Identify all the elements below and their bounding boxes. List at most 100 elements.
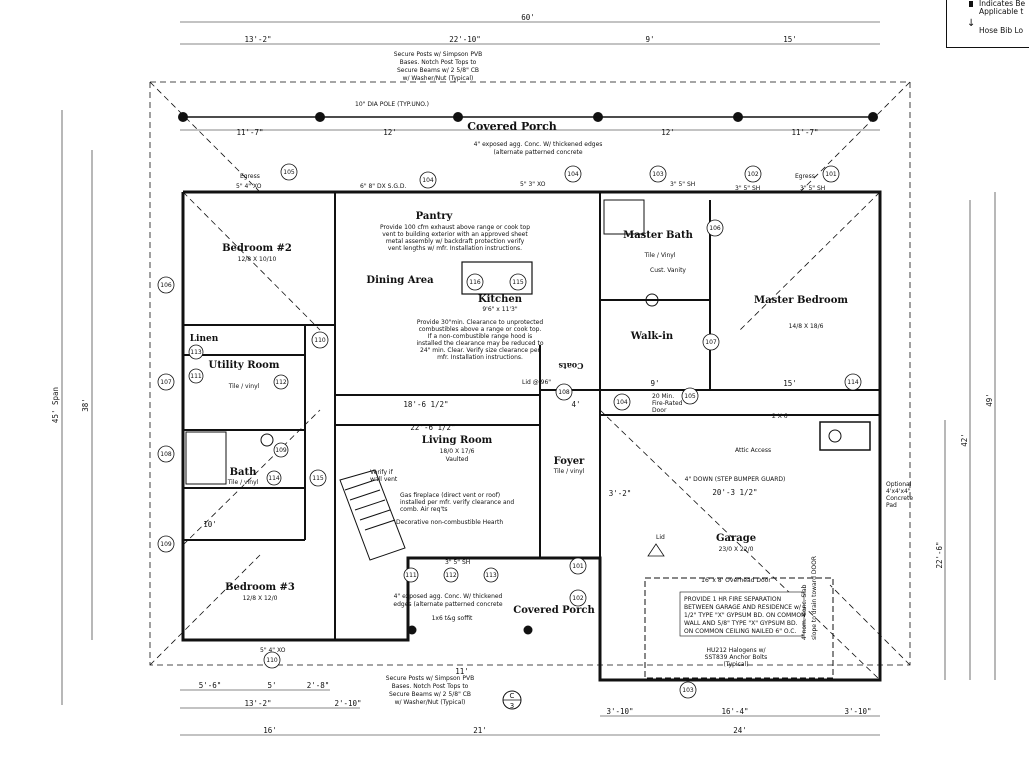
legend-line1: Indicates Be [979,0,1026,8]
room-foyer: Foyer [554,456,585,467]
room-coats: Coats [558,361,584,371]
dim-18: 18'-6 1/2" [403,400,448,409]
window-tag-3: 3" 5" SH [670,181,695,188]
svg-text:115: 115 [512,279,524,286]
note-fireplace: Gas fireplace (direct vent or roof) inst… [400,492,514,513]
room-living-size: 18/0 X 17/6 [440,448,475,455]
svg-text:101: 101 [572,563,584,570]
svg-text:Bases. Notch Post Tops to: Bases. Notch Post Tops to [400,59,477,66]
note-range-vent: Provide 100 cfm exhaust above range or c… [380,224,530,252]
dim-porch-3: 12' [661,128,675,137]
svg-text:101: 101 [825,171,837,178]
door-tag-114b: 114 [266,470,282,486]
dim-porch-4: 11'-7" [791,128,818,137]
dim-bottom2-1: 13'-2" [244,699,271,708]
door-tag-110: 110 [263,651,281,669]
room-dining: Dining Area [366,275,434,286]
svg-text:20 Min.: 20 Min. [652,393,674,400]
note-lid-96: Lid @ 96" [522,379,551,386]
svg-text:103: 103 [682,687,694,694]
room-linen: Linen [190,334,219,344]
svg-text:115: 115 [312,475,324,482]
door-tag-105b: 105 [681,387,699,405]
note-range-clearance: Provide 30"min. Clearance to unprotected… [416,319,543,361]
svg-text:mfr. Installation instructions: mfr. Installation instructions. [437,354,523,361]
svg-text:combustibles above a range or: combustibles above a range or cook top. [419,326,542,333]
room-walkin: Walk-in [630,331,674,342]
room-living-note: Vaulted [446,456,469,463]
dim-garage-1: 3'-10" [606,707,633,716]
svg-text:109: 109 [160,541,172,548]
dim-bottom3-1: 16' [263,726,277,735]
svg-text:SST839 Anchor Bolts: SST839 Anchor Bolts [705,654,768,661]
lid-triangle-icon [647,543,665,557]
room-master-bedroom-size: 14/8 X 18/6 [789,323,824,330]
room-utility-finish: Tile / vinyl [228,383,260,390]
dim-bottom1-3: 2'-8" [307,681,330,690]
room-master-bath: Master Bath [623,230,693,241]
svg-text:Optional: Optional [886,481,912,488]
fireplace [339,469,406,561]
window-tag-8: 3" 5" SH [445,559,470,566]
svg-text:104: 104 [567,171,579,178]
window-tag-4: 3" 5" SH [735,185,760,192]
door-tag-108: 108 [157,445,175,463]
svg-text:110: 110 [314,337,326,344]
svg-text:slope to drain toward DOOR: slope to drain toward DOOR [811,556,818,640]
porch-posts-bottom [407,625,533,635]
note-overhead-door: 16' x 8' Overhead Door [701,577,771,584]
door-tag-102b: 102 [569,589,587,607]
svg-text:Provide 100 cfm exhaust above: Provide 100 cfm exhaust above range or c… [380,224,530,231]
svg-text:106: 106 [160,282,172,289]
svg-text:105: 105 [283,169,295,176]
dim-bottom2-2: 2'-10" [334,699,361,708]
room-utility: Utility Room [209,360,280,371]
door-tag-101b: 101 [569,557,587,575]
note-step-down: 4" DOWN (STEP BUMPER GUARD) [685,476,786,483]
svg-text:1/2" TYPE "X" GYPSUM BD. ON CO: 1/2" TYPE "X" GYPSUM BD. ON COMMON [684,612,806,619]
svg-text:Pad: Pad [886,502,897,509]
dim-left-38: 38' [81,398,90,412]
door-tag-116: 116 [466,273,484,291]
section-marker: C 3 [502,690,522,710]
dim-right-49: 49' [985,393,994,407]
door-tag-106b: 106 [706,219,724,237]
door-tag-103b: 103 [679,681,697,699]
door-tag-113: 113 [483,567,499,583]
door-tag-102: 102 [744,165,762,183]
note-porch-conc-bottom: 4" exposed agg. Conc. W/ thickened edges… [393,593,502,608]
room-cust-vanity: Cust. Vanity [650,267,686,274]
door-tag-111b: 111 [188,368,204,384]
dim-20: 20'-3 1/2" [712,488,757,497]
dimension-lines [61,21,996,736]
svg-text:4" exposed agg. Conc. W/ thick: 4" exposed agg. Conc. W/ thickened [394,593,503,600]
section-number: 3 [510,702,514,710]
svg-text:w/ Washer/Nut (Typical): w/ Washer/Nut (Typical) [395,699,466,706]
legend-line3: Hose Bib Lo [979,26,1024,35]
bath-sink-icon [260,433,274,447]
door-tag-104a: 104 [419,171,437,189]
note-fire-door: 20 Min. Fire-Rated Door [652,393,683,414]
note-slab: 4"nom. Conc. Slab slope to drain toward … [801,556,818,640]
note-posts-top: Secure Posts w/ Simpson PVB Bases. Notch… [394,51,482,82]
dim-top-2: 22'-10" [449,35,481,44]
dim-total: 60' [521,13,535,22]
svg-text:HU212 Halogens w/: HU212 Halogens w/ [706,647,766,654]
legend-line2: Applicable t [979,7,1024,16]
room-bedroom2: Bedroom #2 [222,243,292,254]
svg-text:BETWEEN GARAGE AND RESIDENCE w: BETWEEN GARAGE AND RESIDENCE w/ [684,604,802,611]
svg-text:112: 112 [275,379,287,386]
room-attic: Attic Access [735,447,771,454]
note-pole: 10" DIA POLE (TYP.UNO.) [355,101,429,108]
dim-bottom3-2: 21' [473,726,487,735]
svg-text:wall vent: wall vent [370,476,398,483]
dim-11: 11' [455,667,469,676]
note-porch-conc-2: (alternate patterned concrete [493,149,582,156]
note-egress-left: Egress [240,173,260,180]
svg-text:Concrete: Concrete [886,495,913,502]
note-posts-bottom: Secure Posts w/ Simpson PVB Bases. Notch… [386,675,474,706]
window-tag-2: 5" 3" XO [520,181,546,188]
door-tag-101: 101 [822,165,840,183]
kitchen-island [461,261,533,295]
dim-top-4: 15' [783,35,797,44]
